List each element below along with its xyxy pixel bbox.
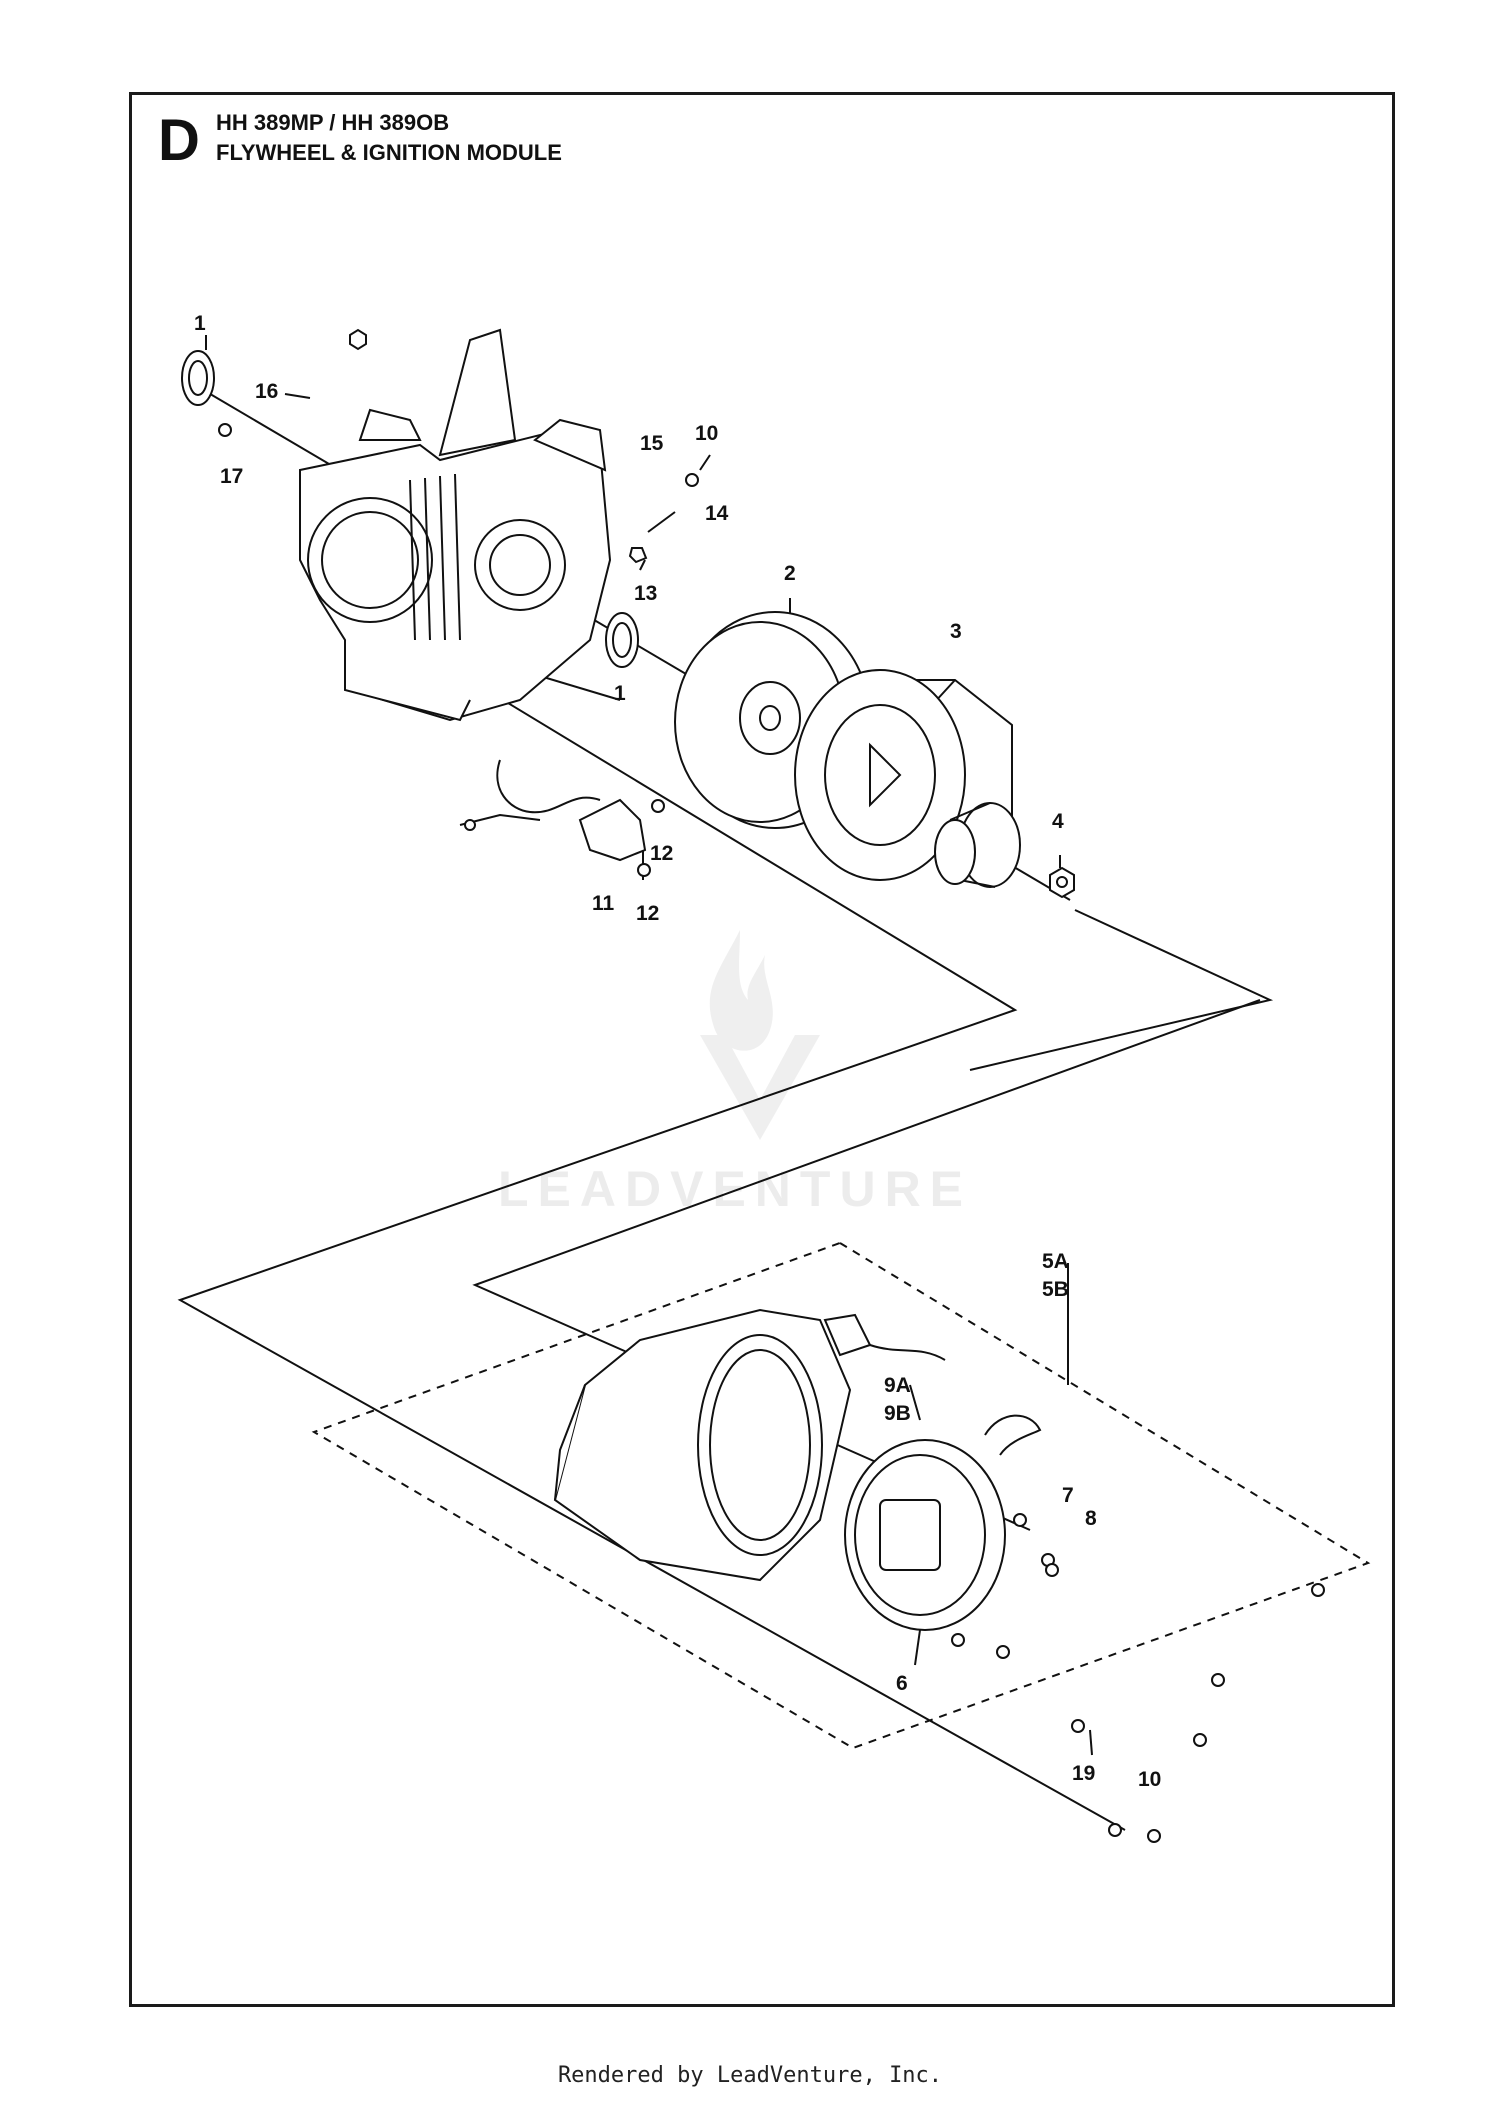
callout-17: 17 [220, 465, 243, 488]
callout-3: 3 [950, 620, 962, 643]
engine-block [299, 328, 612, 722]
callout-9b: 9B [884, 1402, 911, 1425]
flywheel-nut [1049, 866, 1075, 899]
callout-12-upper: 12 [650, 842, 673, 865]
sensor [823, 1313, 946, 1361]
routing-line-lower [177, 679, 1126, 1831]
routing-line-upper [969, 909, 1274, 1071]
callout-10-lower: 10 [1138, 1768, 1161, 1791]
starter-cup [934, 802, 1021, 888]
callout-5a: 5A [1042, 1250, 1069, 1273]
fasteners [218, 328, 1325, 1843]
callout-9a: 9A [884, 1374, 911, 1397]
oil-seal-1 [181, 350, 215, 406]
callout-oil-seal-lower: 1 [614, 682, 626, 705]
callout-15: 15 [640, 432, 664, 455]
callout-16: 16 [255, 380, 278, 403]
oil-seal-2 [605, 612, 639, 668]
routing-line-housing [472, 999, 1261, 1531]
section-title: FLYWHEEL & IGNITION MODULE [216, 140, 562, 165]
part-callouts: 1 16 17 15 10 14 13 1 2 3 4 12 11 12 5A … [194, 312, 1161, 1791]
dashed-assembly-box [311, 1241, 1371, 1750]
ignition-coil [459, 759, 647, 862]
callout-5b: 5B [1042, 1278, 1069, 1301]
callout-12-lower: 12 [636, 902, 659, 925]
callout-4: 4 [1052, 810, 1064, 833]
cooling-fan [794, 669, 966, 881]
callout-14: 14 [705, 502, 729, 525]
callout-oil-seal-upper: 1 [194, 312, 206, 335]
diagram-frame [129, 92, 1395, 2007]
callout-13: 13 [634, 582, 657, 605]
blower-housing [553, 1308, 852, 1582]
callout-19: 19 [1072, 1762, 1095, 1785]
callout-7: 7 [1062, 1484, 1074, 1507]
callout-8: 8 [1085, 1507, 1097, 1530]
callout-6: 6 [896, 1672, 908, 1695]
watermark-text: LEADVENTURE [498, 1161, 973, 1217]
model-title: HH 389MP / HH 389OB [216, 110, 450, 135]
callout-2: 2 [784, 562, 796, 585]
section-letter: D [158, 108, 200, 173]
callout-11: 11 [592, 892, 615, 915]
callout-10-upper: 10 [695, 422, 718, 445]
recoil-starter [844, 1414, 1042, 1631]
footer-credit: Rendered by LeadVenture, Inc. [557, 2063, 943, 2088]
